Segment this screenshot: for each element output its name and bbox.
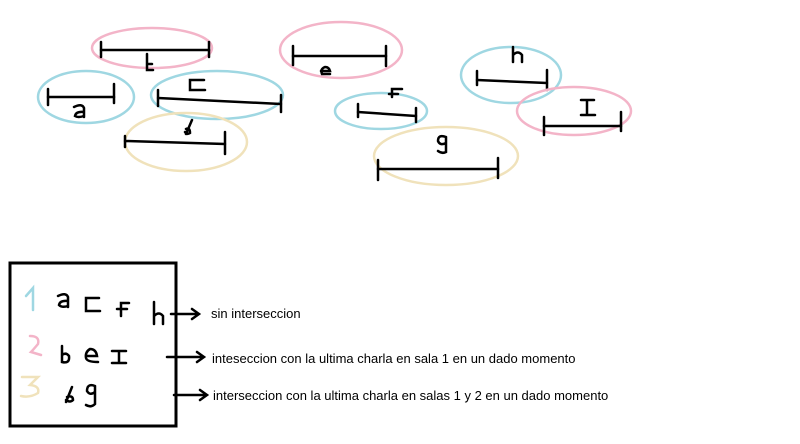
talk-b-outline: [90, 26, 214, 70]
talk-e-outline: [278, 20, 404, 80]
talk-i-interval: [542, 110, 623, 137]
talk-c-outline: [149, 69, 285, 121]
talk-f-group: [333, 87, 429, 131]
talk-b-letter: [145, 52, 155, 72]
legend-description-1: sin interseccion: [211, 306, 301, 321]
talk-d-interval: [123, 130, 227, 156]
talk-a-outline: [36, 69, 136, 125]
legend-letter-d: [64, 385, 75, 404]
talk-i-group: [515, 85, 633, 137]
legend-letter-e: [84, 347, 100, 364]
legend-number-1: [24, 284, 35, 312]
talk-a-letter: [72, 104, 86, 119]
legend-description-2: inteseccion con la ultima charla en sala…: [212, 351, 576, 366]
talk-f-interval: [356, 102, 418, 124]
talk-a-interval: [46, 82, 116, 107]
talk-g-group: [372, 125, 520, 187]
talk-d-group: [123, 111, 249, 173]
talk-e-interval: [291, 44, 388, 68]
legend-row-2-letters: [60, 344, 128, 365]
talk-c-letter: [188, 78, 207, 92]
talk-f-letter: [387, 87, 404, 99]
legend-number-2: [28, 334, 43, 357]
talk-c-interval: [156, 88, 283, 114]
talk-b-interval: [99, 40, 211, 59]
talk-g-letter: [436, 134, 448, 155]
talk-c-group: [149, 69, 285, 121]
legend-arrow-3: [172, 388, 210, 402]
talk-g-interval: [376, 156, 500, 182]
legend-arrow-2: [165, 350, 207, 364]
talk-b-group: [90, 26, 214, 72]
talk-f-outline: [333, 91, 429, 131]
talk-e-letter: [319, 65, 332, 76]
talk-h-outline: [459, 45, 563, 105]
talk-i-letter: [579, 98, 597, 117]
legend-description-3: interseccion con la ultima charla en sal…: [213, 388, 609, 403]
legend-row-1-letters: [56, 293, 165, 326]
talk-h-interval: [475, 68, 549, 92]
legend-letter-a: [56, 293, 70, 309]
talk-h-letter: [511, 45, 524, 64]
talk-g-outline: [372, 125, 520, 187]
legend-box: [8, 261, 178, 428]
legend-arrows: [165, 307, 210, 402]
talk-a-group: [36, 69, 136, 125]
talk-d-letter: [183, 118, 194, 136]
talk-e-group: [278, 20, 404, 80]
legend-letter-c: [84, 296, 102, 313]
legend-letter-b: [60, 344, 71, 364]
legend-letter-i: [110, 349, 128, 365]
legend-letter-f: [115, 301, 131, 318]
talk-h-group: [459, 45, 563, 105]
legend-letter-g: [84, 383, 97, 408]
legend-letter-h: [152, 300, 165, 326]
legend-arrow-1: [169, 307, 202, 321]
talk-i-outline: [515, 85, 633, 137]
legend-number-3: [19, 375, 42, 398]
legend-row-3-letters: [64, 383, 97, 408]
